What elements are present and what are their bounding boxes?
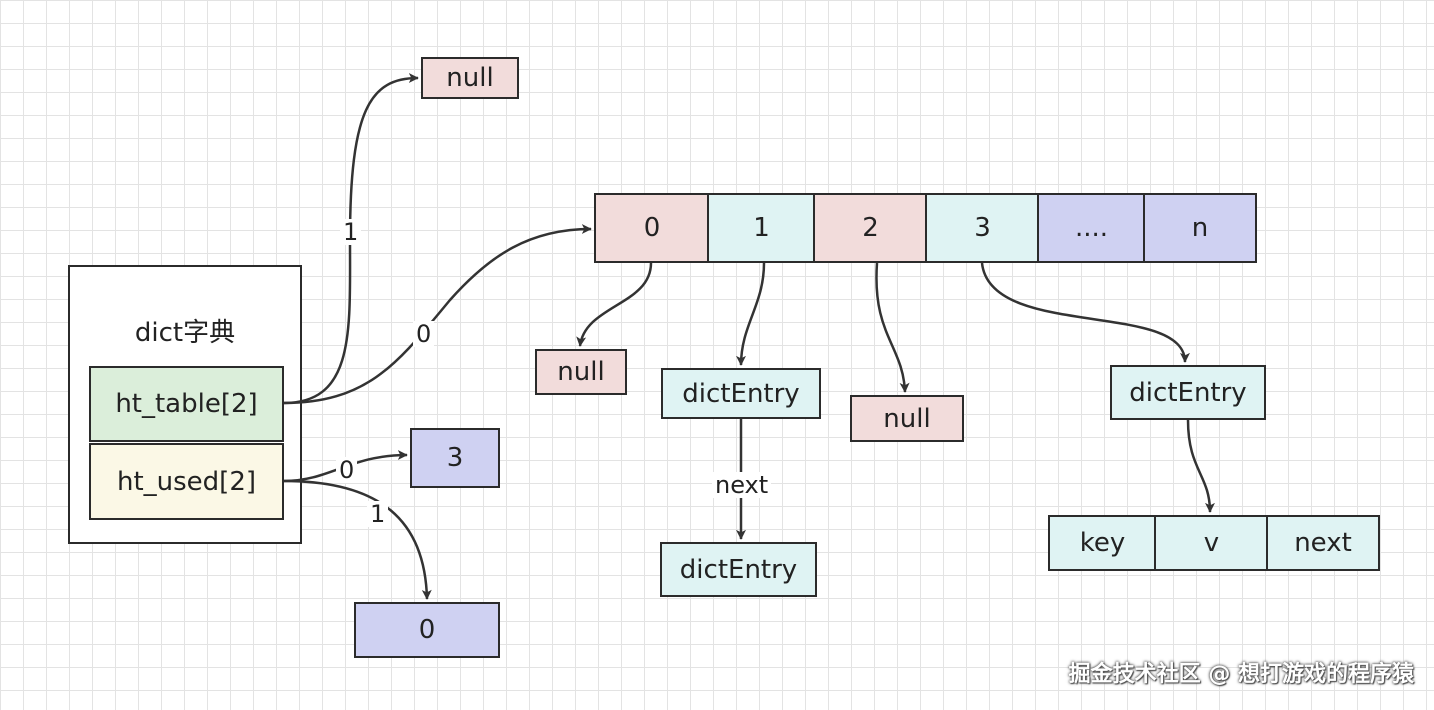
null-node-bucket2: null bbox=[850, 395, 964, 442]
bucket-cell-n: n bbox=[1143, 193, 1257, 263]
edge-label-table-0: 0 bbox=[413, 321, 435, 347]
edge-bucket1-to-entry bbox=[736, 262, 766, 366]
entry-field-next: next bbox=[1266, 515, 1380, 571]
dict-title: dict字典 bbox=[134, 318, 236, 348]
bucket-cell-0: 0 bbox=[594, 193, 709, 263]
edge-bucket0-to-null bbox=[576, 262, 653, 347]
edge-used-to-0 bbox=[283, 479, 432, 600]
null-node-bucket0: null bbox=[535, 349, 627, 395]
watermark: 掘金技术社区 @ 想打游戏的程序猿 bbox=[1068, 662, 1414, 687]
dict-entry-next: dictEntry bbox=[660, 542, 817, 597]
edge-label-next: next bbox=[712, 472, 772, 498]
bucket-cell-3: 3 bbox=[925, 193, 1039, 263]
used-value-1: 0 bbox=[354, 602, 500, 658]
entry-field-v: v bbox=[1154, 515, 1268, 571]
ht-table-field: ht_table[2] bbox=[89, 366, 284, 442]
edge-label-table-1: 1 bbox=[340, 219, 362, 245]
edge-bucket3-to-entry bbox=[980, 262, 1190, 363]
dict-entry-bucket1: dictEntry bbox=[661, 368, 821, 419]
edge-table-to-array bbox=[283, 224, 592, 405]
ht-used-field: ht_used[2] bbox=[89, 443, 284, 520]
used-value-0: 3 bbox=[410, 428, 500, 488]
dict-entry-bucket3: dictEntry bbox=[1110, 365, 1266, 420]
edge-label-used-0: 0 bbox=[336, 457, 358, 483]
null-node-table1: null bbox=[421, 57, 519, 99]
entry-field-key: key bbox=[1048, 515, 1156, 571]
edge-bucket2-to-null bbox=[875, 262, 910, 393]
edge-label-used-1: 1 bbox=[367, 501, 389, 527]
bucket-cell-ellipsis: .... bbox=[1037, 193, 1145, 263]
edge-entry-to-fields bbox=[1186, 419, 1215, 513]
